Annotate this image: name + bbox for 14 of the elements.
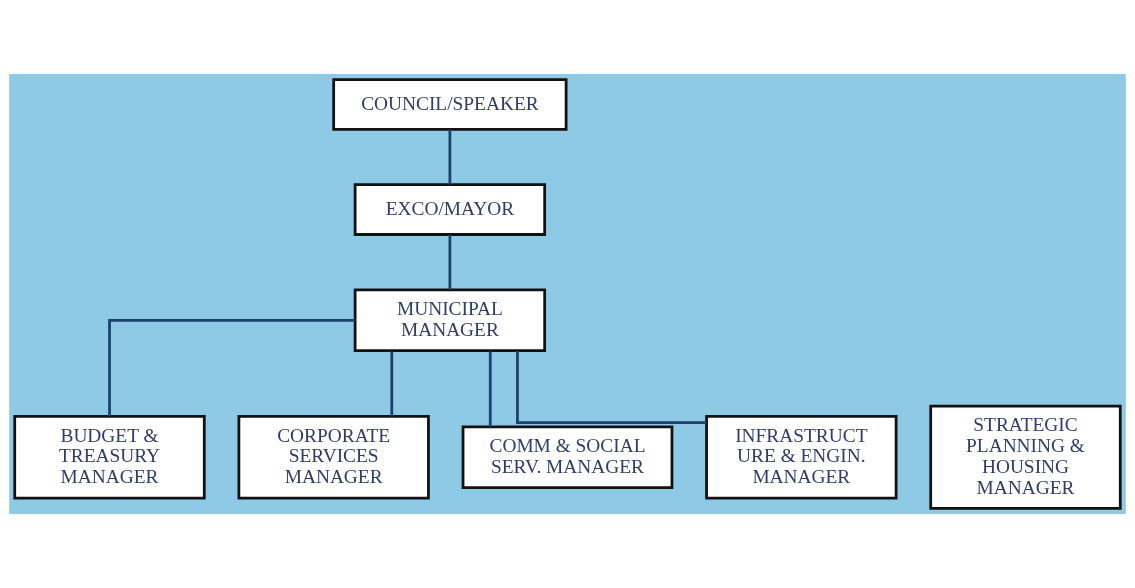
connector bbox=[390, 351, 394, 417]
node-box: INFRASTRUCT URE & ENGIN. MANAGER bbox=[705, 415, 898, 500]
connector bbox=[448, 234, 452, 290]
node-box: EXCO/MAYOR bbox=[353, 183, 547, 236]
node-box: CORPORATE SERVICES MANAGER bbox=[237, 415, 430, 500]
node-box: COMM & SOCIAL SERV. MANAGER bbox=[461, 425, 674, 490]
connector bbox=[516, 351, 707, 425]
connector bbox=[448, 129, 452, 185]
connector bbox=[108, 318, 356, 417]
connector bbox=[488, 351, 492, 427]
node-box: COUNCIL/SPEAKER bbox=[332, 78, 568, 131]
node-box: STRATEGIC PLANNING & HOUSING MANAGER bbox=[929, 404, 1122, 510]
node-box: BUDGET & TREASURY MANAGER bbox=[13, 415, 206, 500]
node-box: MUNICIPAL MANAGER bbox=[353, 288, 547, 353]
